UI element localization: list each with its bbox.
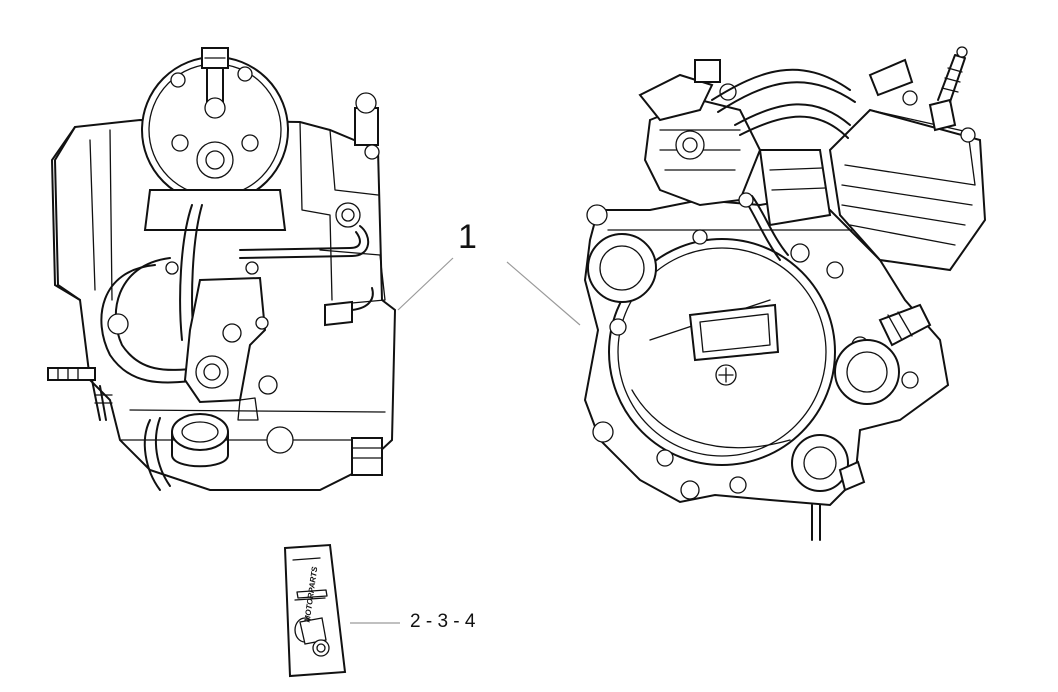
callout-engine-number: 1 — [458, 218, 477, 256]
leader-line-engine-rear — [397, 257, 454, 311]
engine-rear-view — [47, 47, 397, 491]
callout-kit-numbers: 2 - 3 - 4 — [410, 611, 476, 632]
hardware-kit-pack — [283, 543, 347, 678]
leader-line-engine-side — [506, 261, 581, 326]
engine-side-view — [583, 46, 987, 541]
